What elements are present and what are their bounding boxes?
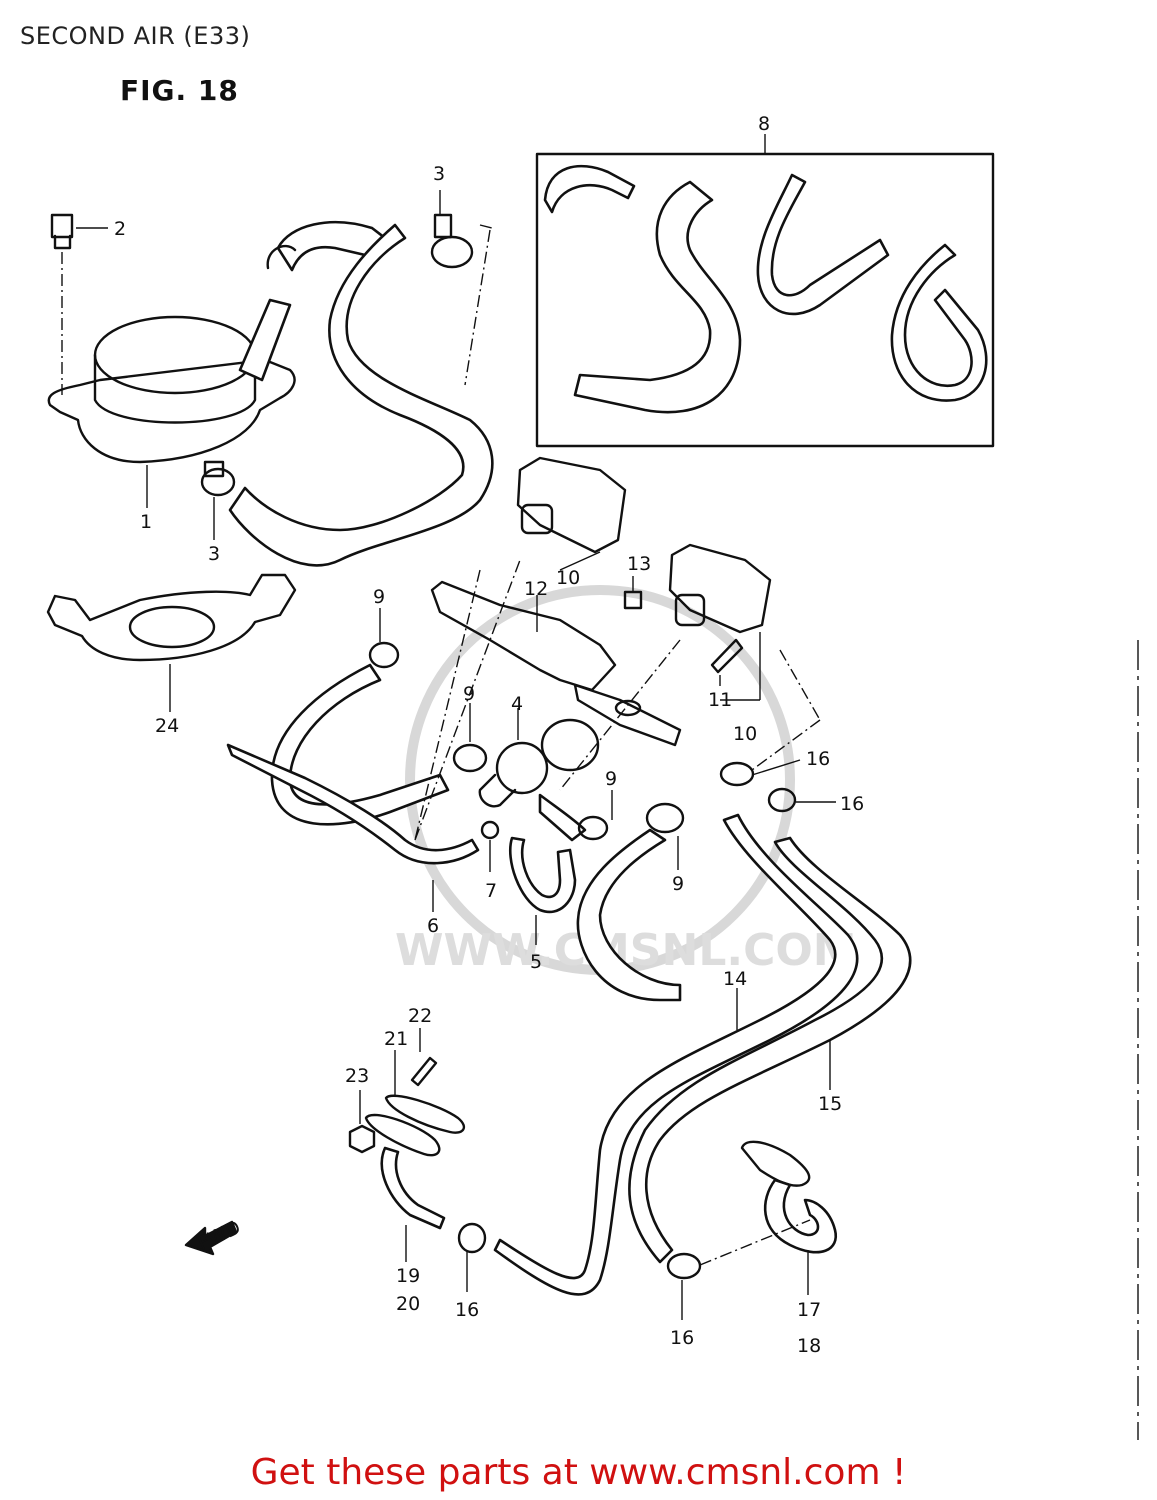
callout-21: 21: [384, 1028, 408, 1050]
callout-1: 1: [140, 511, 152, 533]
part-9-clamp-c[interactable]: [577, 815, 609, 841]
callout-12: 12: [524, 578, 548, 600]
callout-24: 24: [155, 715, 179, 737]
callout-3-lower: 3: [208, 543, 220, 565]
part-12-bracket[interactable]: [430, 580, 682, 747]
part-9-clamp-b[interactable]: [452, 743, 488, 773]
callout-9c: 9: [605, 768, 617, 790]
leader-lines: [146, 134, 836, 1320]
figure-label: FIG. 18: [120, 74, 239, 107]
part-15-hose[interactable]: [628, 836, 912, 1264]
callout-3-top: 3: [433, 163, 445, 185]
part-6-pipe[interactable]: [226, 743, 480, 865]
callout-20: 20: [396, 1293, 420, 1315]
callout-22: 22: [408, 1005, 432, 1027]
callout-8: 8: [758, 113, 770, 135]
callout-6: 6: [427, 915, 439, 937]
callout-16c: 16: [455, 1299, 479, 1321]
part-10-valve-lower[interactable]: [668, 543, 772, 701]
callout-5: 5: [530, 951, 542, 973]
callout-17: 17: [797, 1299, 821, 1321]
part-3-clamp-lower[interactable]: [200, 460, 236, 540]
part-24-plate[interactable]: [46, 573, 297, 712]
part-21-gasket[interactable]: [384, 1094, 466, 1134]
watermark: WWW.CMSNL.COM: [395, 585, 857, 976]
hose-mid-right[interactable]: [576, 828, 682, 1002]
page-title: SECOND AIR (E33): [20, 22, 251, 50]
callout-14: 14: [723, 968, 747, 990]
callout-19: 19: [396, 1265, 420, 1287]
part-23-nut[interactable]: [348, 1090, 376, 1154]
part-13-bolt[interactable]: [623, 576, 643, 610]
callout-16b: 16: [840, 793, 864, 815]
callout-18: 18: [797, 1335, 821, 1357]
part-8-hose-set[interactable]: [535, 152, 995, 448]
part-17-pipe[interactable]: [699, 1140, 838, 1266]
part-9-clamp-d[interactable]: [645, 802, 685, 834]
hose-left-loop[interactable]: [270, 663, 450, 826]
callout-10a: 10: [556, 567, 580, 589]
part-16-clamp-d[interactable]: [666, 1252, 702, 1280]
part-4-check-valve[interactable]: [478, 708, 600, 842]
part-22-stud[interactable]: [410, 1056, 438, 1087]
part-11-screw[interactable]: [710, 638, 744, 674]
part-2-bolt[interactable]: [50, 213, 108, 395]
part-16-clamp-a[interactable]: [719, 761, 755, 787]
part-16-clamp-c[interactable]: [457, 1222, 487, 1254]
alignment-lines: [414, 224, 821, 841]
parts-diagram: WWW.CMSNL.COM: [46, 113, 1139, 1440]
part-9-clamp-a[interactable]: [368, 641, 400, 669]
part-14-hose[interactable]: [493, 813, 859, 1296]
part-10-valve-upper[interactable]: [516, 456, 627, 571]
part-16-clamp-b[interactable]: [767, 787, 797, 813]
callout-9b: 9: [463, 683, 475, 705]
callout-7: 7: [485, 880, 497, 902]
part-7-cap[interactable]: [480, 820, 500, 872]
callout-23: 23: [345, 1065, 369, 1087]
part-5-hose[interactable]: [509, 836, 577, 914]
fwd-arrow: FWD: [184, 1216, 244, 1256]
callout-4: 4: [511, 693, 523, 715]
hose-upper-main[interactable]: [228, 223, 494, 567]
callout-11: 11: [708, 689, 732, 711]
callout-16d: 16: [670, 1327, 694, 1349]
callout-16a: 16: [806, 748, 830, 770]
callouts: 1 2 3 3 4 5 6 7 8 9 9 9 9 10 10 11 12 13…: [114, 113, 864, 1357]
part-1-reed-valve[interactable]: [47, 220, 387, 464]
callout-10b: 10: [733, 723, 757, 745]
callout-13: 13: [627, 553, 651, 575]
footer-link[interactable]: Get these parts at www.cmsnl.com !: [250, 1452, 907, 1493]
part-19-pipe[interactable]: [364, 1113, 446, 1262]
callout-15: 15: [818, 1093, 842, 1115]
part-3-clamp-top[interactable]: [430, 190, 491, 386]
callout-2: 2: [114, 218, 126, 240]
callout-9d: 9: [672, 873, 684, 895]
fwd-label: FWD: [194, 1216, 244, 1255]
callout-9a: 9: [373, 586, 385, 608]
